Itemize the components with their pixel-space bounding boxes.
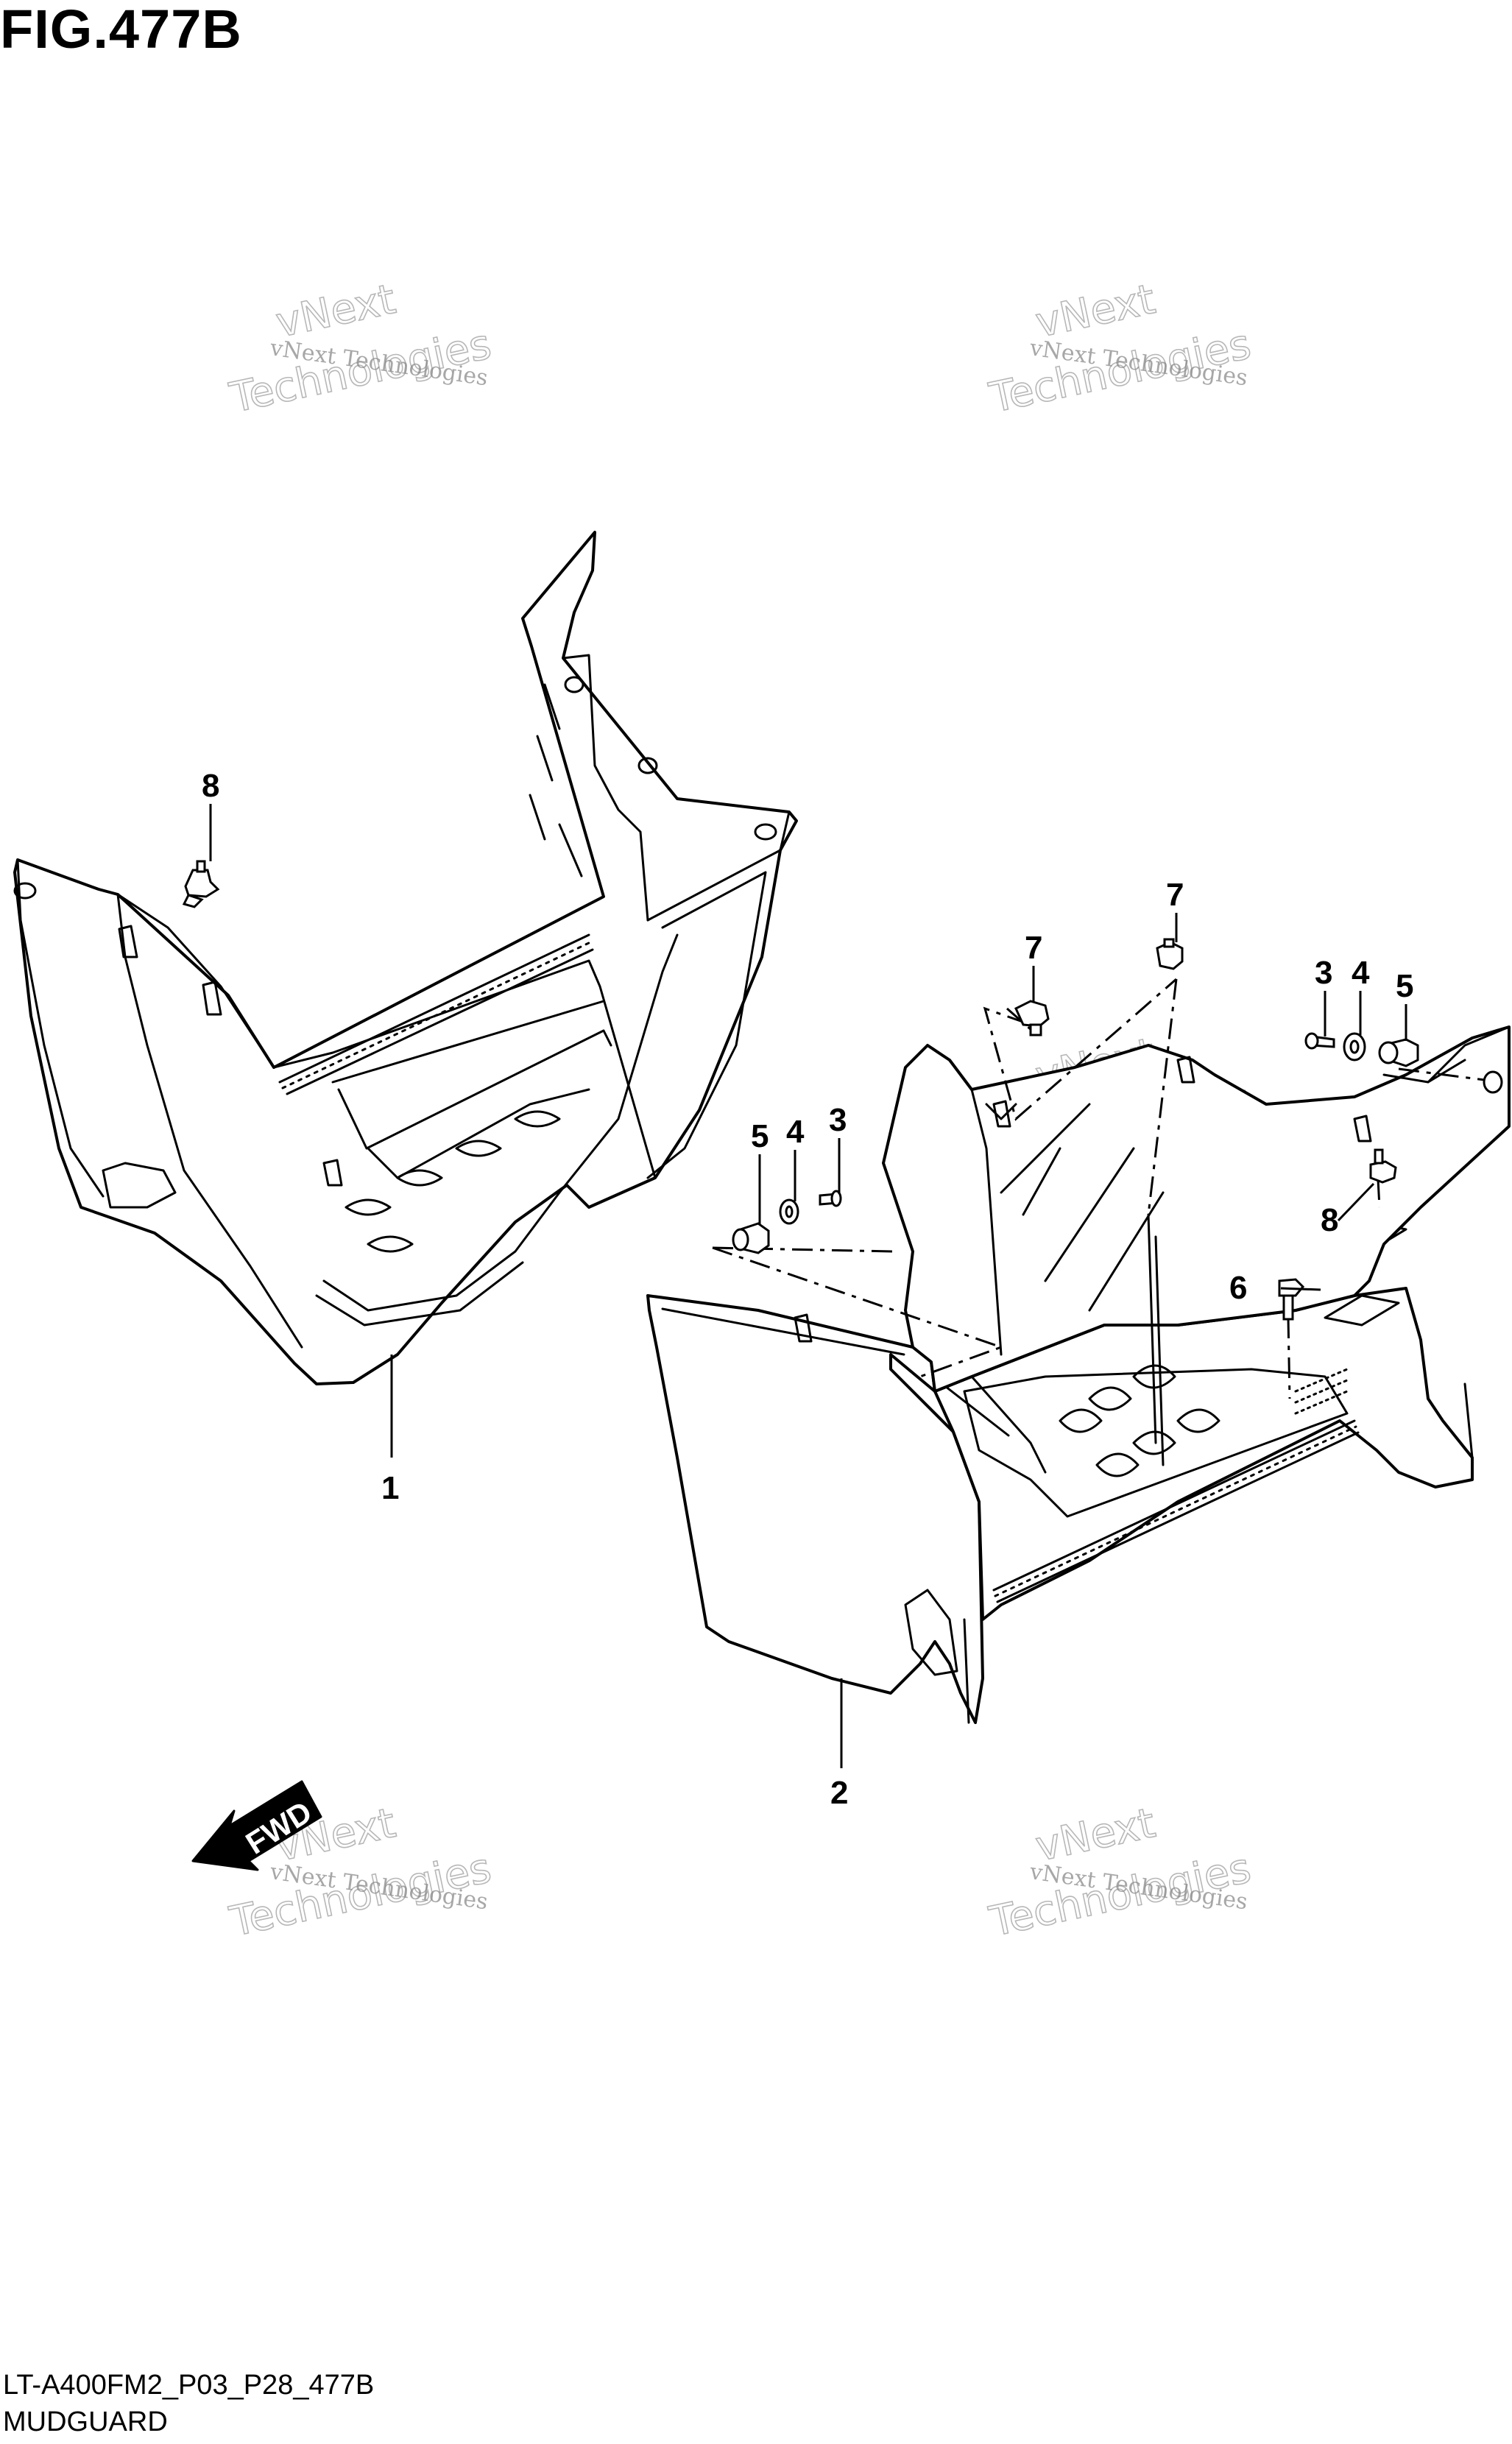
callout-part-5-right: 5: [1396, 968, 1413, 1004]
svg-text:vNext: vNext: [1031, 1799, 1159, 1871]
leader-lines: [209, 804, 1407, 1768]
callout-part-4-right: 4: [1352, 955, 1370, 991]
grommet-part-5-right: [1378, 1038, 1419, 1067]
washer-part-4-left: [779, 1198, 799, 1225]
screw-part-3-left: [819, 1190, 842, 1207]
callout-part-4-left: 4: [786, 1114, 805, 1150]
figure-title: FIG.477B: [0, 0, 242, 60]
diagram-code: LT-A400FM2_P03_P28_477B: [3, 2370, 375, 2401]
grommet-end-right: [1483, 1070, 1503, 1094]
callout-part-6: 6: [1229, 1270, 1247, 1306]
watermark-top-left: vNext Technologies vNext Technologies: [225, 275, 496, 423]
push-rivet-part-7-right: [1156, 938, 1184, 970]
callout-part-3-right: 3: [1315, 955, 1332, 991]
watermark-bottom-right: vNext Technologies vNext Technologies: [985, 1798, 1256, 1946]
mudguard-right-part-2: [646, 1025, 1511, 1724]
push-rivet-part-8-right: [1369, 1148, 1397, 1184]
watermark-top-right: vNext Technologies vNext Technologies: [985, 275, 1256, 423]
bolt-part-6: [1278, 1278, 1305, 1321]
callout-labels: 8 1 7 7 3 4 5 5 4 3 8 6 2: [202, 768, 1413, 1811]
callout-part-2: 2: [830, 1775, 848, 1811]
callout-part-3-left: 3: [829, 1102, 847, 1138]
callout-part-8-right: 8: [1321, 1202, 1338, 1238]
mudguard-left-part-1: [13, 531, 798, 1385]
svg-text:vNext: vNext: [272, 275, 400, 347]
screw-part-3-right: [1304, 1032, 1335, 1050]
callout-part-7-left: 7: [1025, 930, 1042, 966]
callout-part-1: 1: [381, 1470, 399, 1506]
callout-part-8-left: 8: [202, 768, 219, 804]
grommet-part-5-left: [732, 1222, 770, 1254]
push-rivet-part-7-left: [1014, 1000, 1050, 1036]
svg-text:vNext: vNext: [1031, 275, 1159, 347]
push-rivet-part-8-left: [182, 860, 220, 908]
washer-part-4-right: [1343, 1032, 1366, 1062]
callout-part-7-right: 7: [1166, 877, 1184, 913]
diagram-name: MUDGUARD: [3, 2406, 168, 2437]
callout-part-5-left: 5: [751, 1118, 769, 1154]
